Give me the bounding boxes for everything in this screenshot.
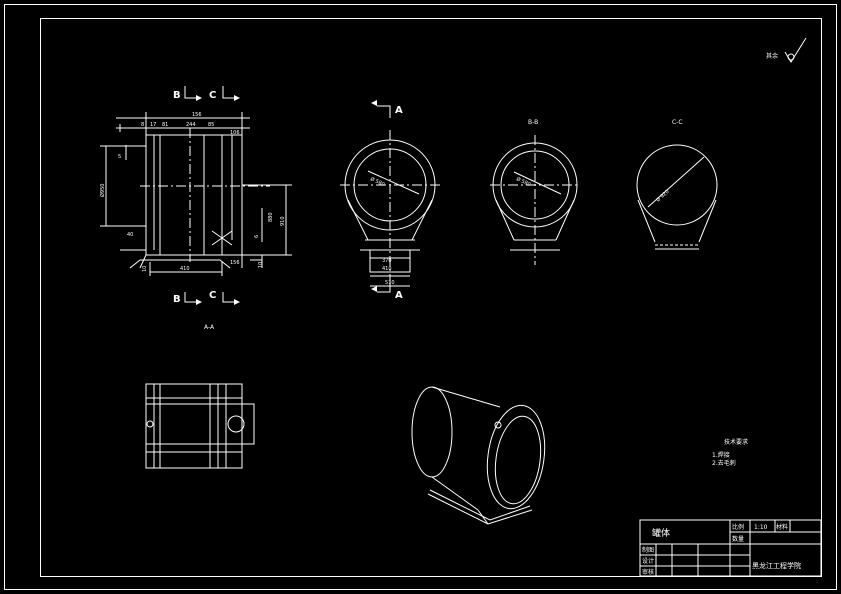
dim-top-part-1: 8 — [141, 122, 144, 128]
view-title-aa: A-A — [204, 324, 215, 331]
arrow-head — [196, 95, 202, 101]
section-view-aa — [100, 86, 292, 303]
dim-top-part-5: 85 — [208, 122, 214, 128]
dim-left-lower: 10 — [142, 266, 148, 272]
section-mark-b-bottom: B — [173, 294, 181, 305]
check-label: 审核 — [642, 568, 654, 576]
section-mark-c-top: C — [209, 90, 216, 101]
part-name: 罐体 — [652, 527, 670, 539]
dim-top-part-2: 17 — [150, 122, 156, 128]
arrow-head — [371, 286, 377, 292]
quantity-label: 数量 — [732, 535, 744, 543]
dim-foot-bottom: 510 — [385, 280, 395, 286]
dim-foot-mid: 410 — [382, 266, 392, 272]
material-label: 材料 — [776, 523, 788, 531]
roughness-label: 其余 — [766, 52, 778, 60]
dim-foot-top: 370 — [382, 258, 392, 264]
arrow-head — [371, 100, 377, 106]
dim-bottom-width: 410 — [180, 266, 190, 272]
dim-top-width: 156 — [192, 112, 202, 118]
dim-circle-a: Ø 580 — [369, 175, 386, 188]
dim-circle-c: Ø 920 — [655, 188, 671, 203]
dim-small-right: 6 — [254, 235, 260, 238]
drawn-label: 制图 — [642, 546, 654, 554]
isometric-view — [411, 386, 546, 525]
tech-req-item-1: 1.焊接 — [712, 451, 730, 459]
arrow-head — [234, 95, 240, 101]
dim-bottom-right: 156 — [230, 260, 240, 266]
dim-bottom-right-small: 10 — [258, 262, 264, 268]
dim-top-part-4: 244 — [186, 122, 196, 128]
section-mark-a-top: A — [395, 105, 403, 116]
design-label: 设计 — [642, 557, 654, 565]
view-title-bb: B-B — [528, 119, 538, 126]
dim-right-height-2: 910 — [280, 216, 286, 226]
scale-value: 1:10 — [754, 524, 768, 531]
side-view-a — [340, 105, 440, 293]
scale-label: 比例 — [732, 523, 744, 531]
section-mark-c-bottom: C — [209, 290, 216, 301]
section-view-bb — [490, 135, 580, 265]
outer-frame — [4, 4, 837, 590]
roughness-symbol-icon — [784, 37, 807, 63]
dim-circle-b: Ø 580 — [515, 175, 532, 188]
dim-left-small: 5 — [118, 154, 121, 160]
arrow-head — [234, 299, 240, 305]
dim-left-mid: 40 — [127, 232, 133, 238]
section-view-cc — [636, 144, 718, 250]
tech-req-title: 技术要求 — [724, 438, 748, 446]
school-name: 黑龙江工程学院 — [752, 561, 801, 570]
view-title-cc: C-C — [672, 119, 683, 126]
tech-req-item-2: 2.去毛刺 — [712, 459, 736, 467]
dim-right-small: 106 — [230, 130, 240, 136]
arrow-head — [196, 299, 202, 305]
dim-phi-left: Ø950 — [99, 184, 106, 197]
inner-frame — [40, 18, 822, 577]
section-mark-a-bottom: A — [395, 290, 403, 301]
title-block-lines — [639, 519, 822, 577]
section-mark-b-top: B — [173, 90, 181, 101]
dim-right-height-1: 880 — [268, 212, 274, 222]
dim-top-part-3: 81 — [162, 122, 168, 128]
top-view — [145, 383, 255, 469]
